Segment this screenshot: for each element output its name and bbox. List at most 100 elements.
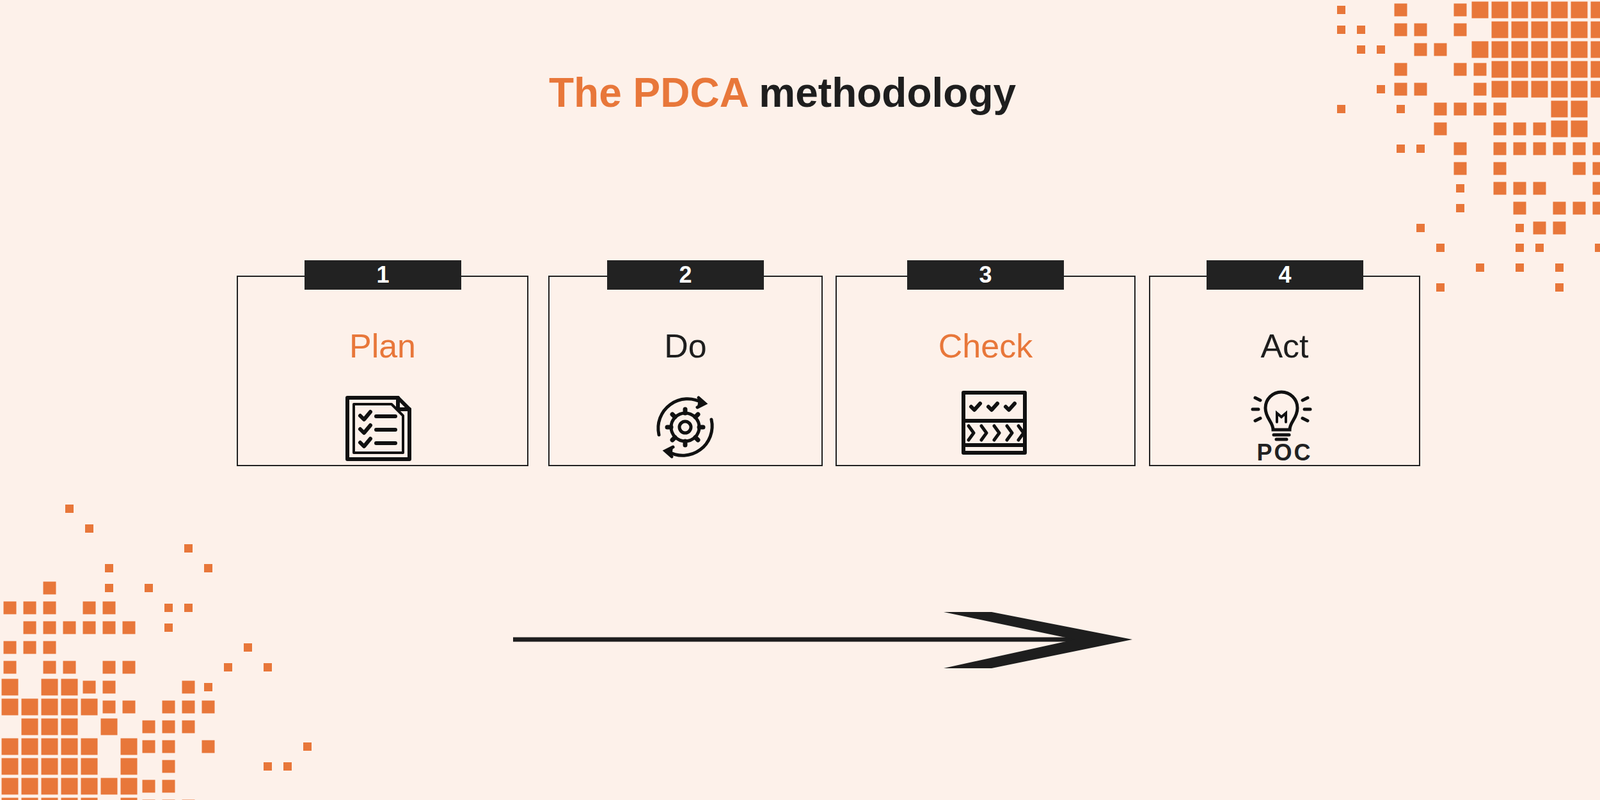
- pixel-square: [1491, 81, 1509, 98]
- pixel-square: [1, 738, 19, 756]
- pixel-square: [1434, 43, 1448, 57]
- pixel-square: [23, 601, 37, 615]
- pixel-square: [1394, 83, 1408, 96]
- pixel-square: [1591, 1, 1600, 19]
- step-box: 4ActPOC: [1148, 275, 1421, 467]
- pixel-square: [1511, 61, 1529, 79]
- pixel-square: [1473, 83, 1487, 96]
- pixel-square: [1555, 263, 1564, 272]
- pixel-square: [61, 738, 79, 756]
- pixel-square: [1551, 21, 1569, 39]
- pixel-square: [101, 719, 118, 736]
- pixel-square: [263, 663, 272, 672]
- pixel-square: [1553, 221, 1567, 235]
- pixel-square: [204, 683, 213, 692]
- pixel-square: [41, 738, 59, 756]
- pixel-square: [1, 778, 19, 796]
- pixel-square: [102, 701, 116, 714]
- pixel-square: [102, 601, 116, 615]
- pixel-square: [61, 679, 79, 697]
- pixel-square: [1493, 122, 1507, 136]
- pixel-square: [1533, 122, 1547, 136]
- pixel-square: [120, 798, 138, 800]
- icon-caption: POC: [1150, 439, 1419, 467]
- pixel-square: [162, 780, 176, 794]
- pixel-square: [61, 798, 79, 800]
- pixel-square: [1491, 1, 1509, 19]
- pixel-square: [102, 621, 116, 635]
- pixel-square: [1551, 61, 1569, 79]
- pixel-square: [1414, 43, 1428, 57]
- pixel-square: [182, 701, 196, 714]
- pixel-square: [81, 699, 98, 716]
- pixel-square: [104, 584, 114, 593]
- pixel-square: [43, 582, 57, 595]
- pixel-square: [1515, 223, 1524, 233]
- pixel-square: [1473, 63, 1487, 77]
- pixel-square: [21, 758, 39, 776]
- pixel-square: [184, 603, 193, 613]
- pixel-square: [120, 778, 138, 796]
- pixel-square: [41, 699, 59, 716]
- step-box: 2Do: [548, 275, 823, 467]
- pixel-square: [243, 643, 253, 652]
- step-box: 3Check: [835, 275, 1136, 467]
- pixel-square: [1394, 63, 1408, 77]
- pixel-square: [1472, 1, 1489, 19]
- flow-arrow: [513, 612, 1133, 669]
- pixel-square: [1434, 102, 1448, 116]
- pixel-square: [1511, 81, 1529, 98]
- pixel-square: [83, 681, 96, 695]
- pixel-square: [223, 663, 233, 672]
- pixel-square: [1337, 5, 1346, 15]
- pixel-square: [1573, 202, 1586, 215]
- pixel-square: [104, 564, 114, 573]
- pixel-square: [102, 661, 116, 675]
- pixel-square: [1511, 1, 1529, 19]
- lightbulb-icon: [1252, 392, 1311, 440]
- pixel-square: [142, 740, 156, 754]
- pixel-square: [1571, 1, 1588, 19]
- pixel-square: [122, 661, 136, 675]
- pixel-square: [43, 601, 57, 615]
- pixel-square: [1531, 41, 1549, 59]
- pixel-square: [1493, 142, 1507, 156]
- pixel-square: [21, 699, 39, 716]
- pixel-square: [61, 699, 79, 716]
- pixel-square: [1414, 83, 1428, 96]
- pixel-square: [23, 621, 37, 635]
- pixel-square: [1591, 61, 1600, 79]
- pixel-square: [81, 798, 98, 800]
- pixel-square: [1551, 41, 1569, 59]
- pixel-square: [1337, 104, 1346, 114]
- pixel-square: [1531, 61, 1549, 79]
- step-number: 1: [304, 260, 462, 290]
- pixel-square: [184, 544, 193, 553]
- step-name: Act: [1150, 326, 1419, 366]
- pixel-square: [41, 758, 59, 776]
- pixel-square: [1454, 3, 1467, 17]
- pixel-square: [1573, 142, 1586, 156]
- pixel-square: [1555, 283, 1564, 292]
- pixel-square: [1513, 182, 1527, 196]
- pixel-square: [1511, 41, 1529, 59]
- pixel-square: [1, 758, 19, 776]
- pixel-square: [1513, 122, 1527, 136]
- pixel-square: [1376, 45, 1386, 54]
- pixel-square: [1591, 41, 1600, 59]
- pixel-square: [1531, 1, 1549, 19]
- pixel-square: [1475, 263, 1485, 272]
- pixel-square: [1513, 142, 1527, 156]
- pixel-square: [162, 720, 176, 734]
- pixel-square: [61, 758, 79, 776]
- pixel-square: [41, 719, 59, 736]
- pixel-square: [81, 738, 98, 756]
- pixel-square: [1553, 202, 1567, 215]
- pixel-square: [1592, 182, 1600, 196]
- pixel-square: [63, 661, 77, 675]
- pixel-square: [1414, 23, 1428, 37]
- pixel-square: [1515, 263, 1524, 272]
- pixel-square: [1551, 120, 1569, 138]
